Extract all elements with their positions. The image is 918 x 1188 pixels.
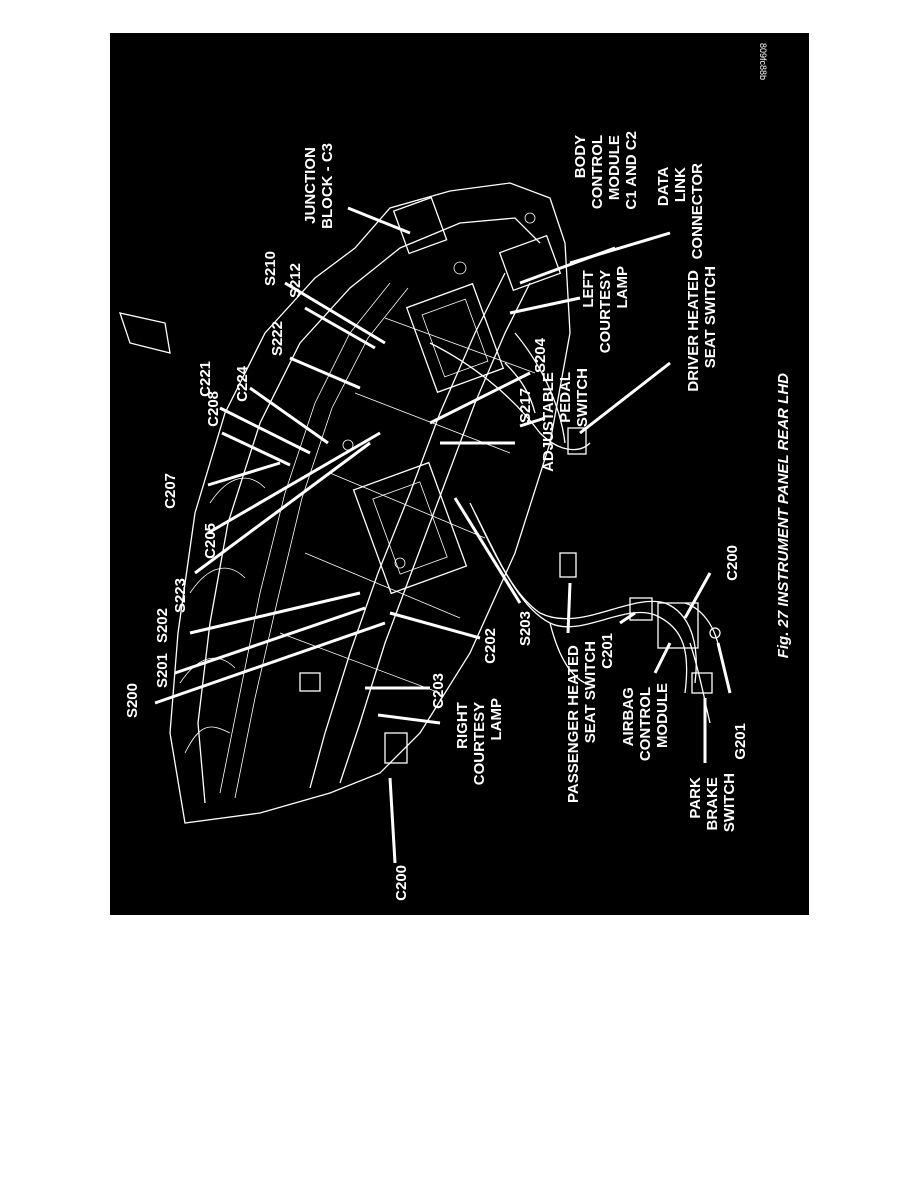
label-s203: S203 <box>517 611 534 646</box>
label-s212: S212 <box>287 263 304 298</box>
label-s202: S202 <box>154 608 171 643</box>
label-c207: C207 <box>162 473 179 509</box>
orientation-arrow-icon <box>119 312 171 354</box>
driver-heated-seat-switch-shape <box>567 427 587 455</box>
label-s204: S204 <box>532 337 549 373</box>
label-g201: G201 <box>732 723 749 760</box>
park-brake-cable <box>689 642 711 724</box>
diagram-panel: JUNCTION BLOCK - C3 BODY CONTROL MODULE … <box>110 33 809 915</box>
label-c205: C205 <box>202 523 219 559</box>
label-left-courtesy-lamp: LEFT COURTESY LAMP <box>580 266 631 353</box>
image-code: 809fc88b <box>758 43 768 80</box>
label-s223: S223 <box>172 578 189 613</box>
label-s200: S200 <box>124 683 141 718</box>
airbag-control-module-shape <box>657 602 699 649</box>
figure-caption: Fig. 27 INSTRUMENT PANEL REAR LHD <box>775 373 792 658</box>
label-adjustable-pedal-switch: ADJUSTABLE PEDAL SWITCH <box>540 368 591 472</box>
label-data-link-connector: DATA LINK CONNECTOR <box>655 163 706 260</box>
label-s222: S222 <box>269 321 286 356</box>
label-park-brake-switch: PARK BRAKE SWITCH <box>687 773 738 832</box>
label-c201: C201 <box>599 633 616 669</box>
g201-ground-shape <box>709 627 721 639</box>
right-courtesy-lamp-shape <box>299 672 321 692</box>
label-right-courtesy-lamp: RIGHT COURTESY LAMP <box>454 698 505 785</box>
label-s201: S201 <box>154 653 171 688</box>
callout-labels: JUNCTION BLOCK - C3 BODY CONTROL MODULE … <box>124 131 749 901</box>
c200-connector-shape <box>384 732 408 764</box>
passenger-heated-seat-switch-shape <box>559 552 577 578</box>
label-airbag-control-module: AIRBAG CONTROL MODULE <box>620 683 671 761</box>
label-c221: C221 <box>197 361 214 397</box>
c201-connector-shape <box>629 597 653 621</box>
label-s210: S210 <box>262 251 279 286</box>
label-driver-heated-seat-switch: DRIVER HEATED SEAT SWITCH <box>685 266 719 392</box>
label-c200-left: C200 <box>393 865 410 901</box>
label-s217: S217 <box>517 388 534 423</box>
park-brake-switch-shape <box>691 672 713 694</box>
label-junction-block-c3: JUNCTION BLOCK - C3 <box>302 143 336 229</box>
instrument-panel-drawing <box>119 182 721 824</box>
label-c224: C224 <box>234 365 251 402</box>
label-c202: C202 <box>482 628 499 664</box>
instrument-panel-diagram: JUNCTION BLOCK - C3 BODY CONTROL MODULE … <box>119 43 792 901</box>
label-c203: C203 <box>430 673 447 709</box>
label-passenger-heated-seat-switch: PASSENGER HEATED SEAT SWITCH <box>565 641 599 803</box>
label-body-control-module: BODY CONTROL MODULE C1 AND C2 <box>572 131 640 210</box>
label-c200-right: C200 <box>724 545 741 581</box>
label-c208: C208 <box>205 391 222 427</box>
leader-lines <box>154 206 732 864</box>
